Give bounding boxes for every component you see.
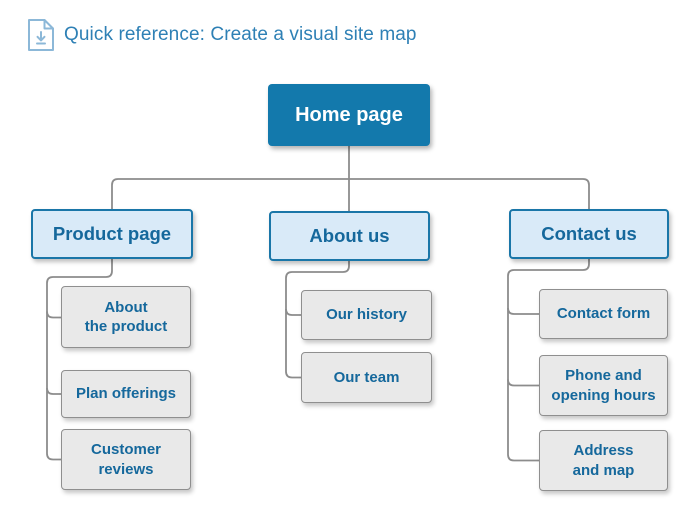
node-our-team: Our team bbox=[301, 352, 432, 403]
node-contact-us: Contact us bbox=[509, 209, 669, 259]
node-phone-and-opening-hours: Phone and opening hours bbox=[539, 355, 668, 416]
node-plan-offerings: Plan offerings bbox=[61, 370, 191, 418]
node-product-page: Product page bbox=[31, 209, 193, 259]
node-our-history: Our history bbox=[301, 290, 432, 340]
node-address-and-map: Address and map bbox=[539, 430, 668, 491]
node-customer-reviews: Customer reviews bbox=[61, 429, 191, 490]
node-home-page: Home page bbox=[268, 84, 430, 146]
node-about-us: About us bbox=[269, 211, 430, 261]
node-about-the-product: About the product bbox=[61, 286, 191, 348]
node-contact-form: Contact form bbox=[539, 289, 668, 339]
page-title[interactable]: Quick reference: Create a visual site ma… bbox=[64, 24, 417, 45]
download-document-icon[interactable] bbox=[27, 18, 55, 52]
quick-reference-link[interactable]: Quick reference: Create a visual site ma… bbox=[27, 18, 417, 52]
